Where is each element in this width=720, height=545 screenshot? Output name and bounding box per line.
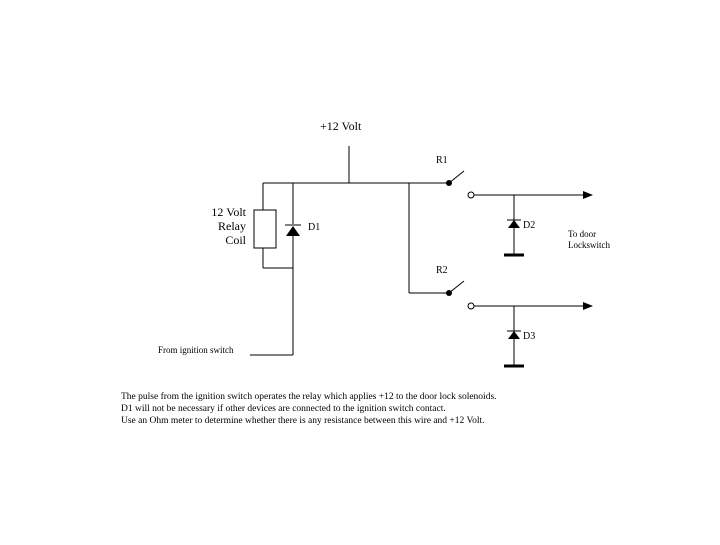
d3-label: D3 [523,331,535,342]
diode-d3 [507,330,521,339]
relay-contact-r2 [446,280,475,310]
coil-label-line2: Relay [218,219,246,233]
door-label-line1: To door [568,229,596,239]
note-line-1: The pulse from the ignition switch opera… [121,392,497,402]
coil-label-line1: 12 Volt [211,205,246,219]
r1-label: R1 [436,155,448,166]
coil-label-line3: Coil [225,233,246,247]
supply-label: +12 Volt [320,119,362,133]
ignition-label: From ignition switch [158,345,234,355]
relay-contact-r1 [446,170,475,199]
door-label-line2: Lockswitch [568,240,610,250]
diode-d1 [285,224,301,236]
relay-coil [253,209,277,249]
note-line-3: Use an Ohm meter to determine whether th… [121,416,485,426]
r2-label: R2 [436,265,448,276]
diode-d2 [507,219,521,228]
note-line-2: D1 will not be necessary if other device… [121,404,446,414]
d1-label: D1 [308,222,320,233]
d2-label: D2 [523,220,535,231]
notes-block: The pulse from the ignition switch opera… [121,391,497,427]
